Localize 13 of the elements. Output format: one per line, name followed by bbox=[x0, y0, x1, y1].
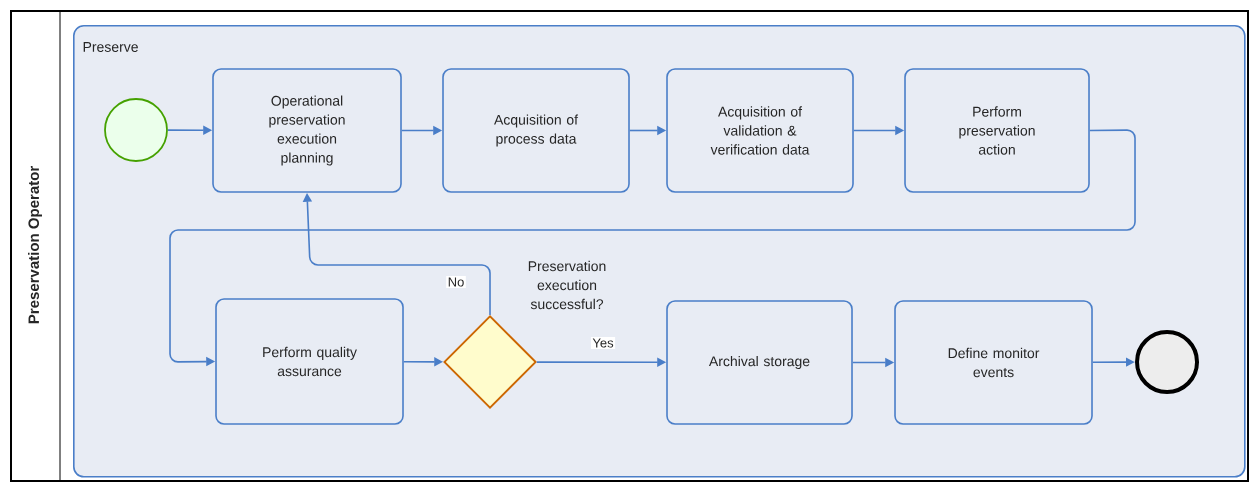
task-box: Perform quality assurance bbox=[215, 298, 404, 425]
task-box: Perform preservation action bbox=[904, 68, 1090, 193]
task-box: Archival storage bbox=[666, 300, 853, 425]
task-box: Operational preservation execution planning bbox=[212, 68, 402, 193]
start-event-circle bbox=[104, 98, 168, 162]
end-event-circle bbox=[1135, 330, 1199, 394]
task-box: Define monitor events bbox=[894, 300, 1093, 425]
gateway-diamond bbox=[443, 315, 537, 409]
gateway-label: Preservation execution successful? bbox=[528, 260, 606, 310]
arrow bbox=[1092, 357, 1135, 367]
task-box: Acquisition of validation & verification data bbox=[666, 68, 854, 193]
edge-label: Yes bbox=[590, 336, 616, 350]
task-box: Acquisition of process data bbox=[442, 68, 630, 193]
